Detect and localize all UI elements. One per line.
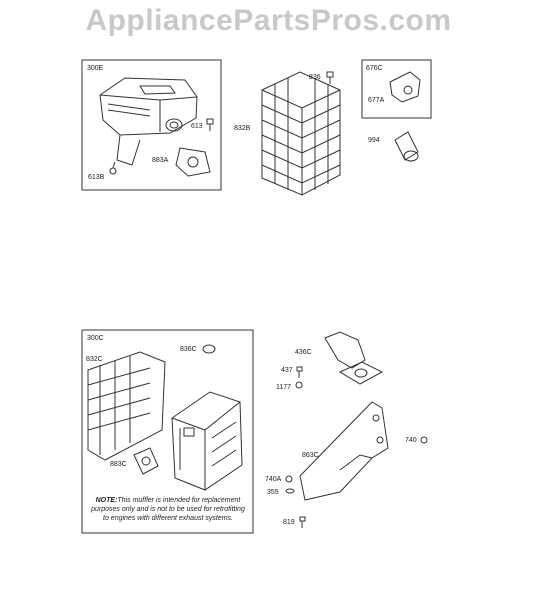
label-832c: 832C [86,356,103,363]
label-613: 613 [191,123,203,130]
washer-355 [285,488,295,494]
note-prefix: NOTE: [95,497,118,504]
label-883c: 883C [110,461,127,468]
bracket-863c [299,401,389,501]
label-740: 740 [405,437,417,444]
gasket-883c [133,447,159,475]
label-300c: 300C [87,335,104,342]
label-740a: 740A [265,476,282,483]
gasket-883a [175,147,211,177]
label-436c: 436C [295,349,312,356]
heat-shield-832c [87,351,166,461]
nut-1177 [295,381,303,389]
screw-613b [109,161,117,175]
replacement-note: NOTE:This muffler is intended for replac… [88,496,248,523]
label-613b: 613B [88,174,105,181]
muffler-300e [99,77,198,166]
label-355: 355 [267,489,279,496]
screw-613 [206,118,214,131]
label-300e: 300E [87,65,104,72]
label-836c: 836C [180,346,197,353]
nut-740 [420,436,428,444]
label-819: 819 [283,519,295,526]
pipe-994 [394,131,419,162]
heat-shield-832b [261,71,341,196]
label-1177: 1177 [276,384,291,391]
label-677a: 677A [368,97,385,104]
label-863c: 863C [302,452,319,459]
screw-437 [296,366,303,378]
screw-836c [202,344,216,354]
muffler-300c [171,391,243,491]
screw-819 [299,516,306,528]
note-text: This muffler is intended for replacement… [91,497,245,522]
label-676c: 676C [366,65,383,72]
watermark: AppliancePartsPros.com [85,4,452,37]
elbow-436c [324,331,384,385]
box-300c [81,329,254,534]
label-437: 437 [281,367,293,374]
box-676c [361,59,432,119]
box-300e [81,59,222,191]
deflector-677a [389,71,421,103]
label-994: 994 [368,137,380,144]
nut-740a [285,475,293,483]
label-883a: 883A [152,157,169,164]
label-832b: 832B [234,125,251,132]
label-836: 836 [309,74,321,81]
screw-836 [326,71,334,84]
